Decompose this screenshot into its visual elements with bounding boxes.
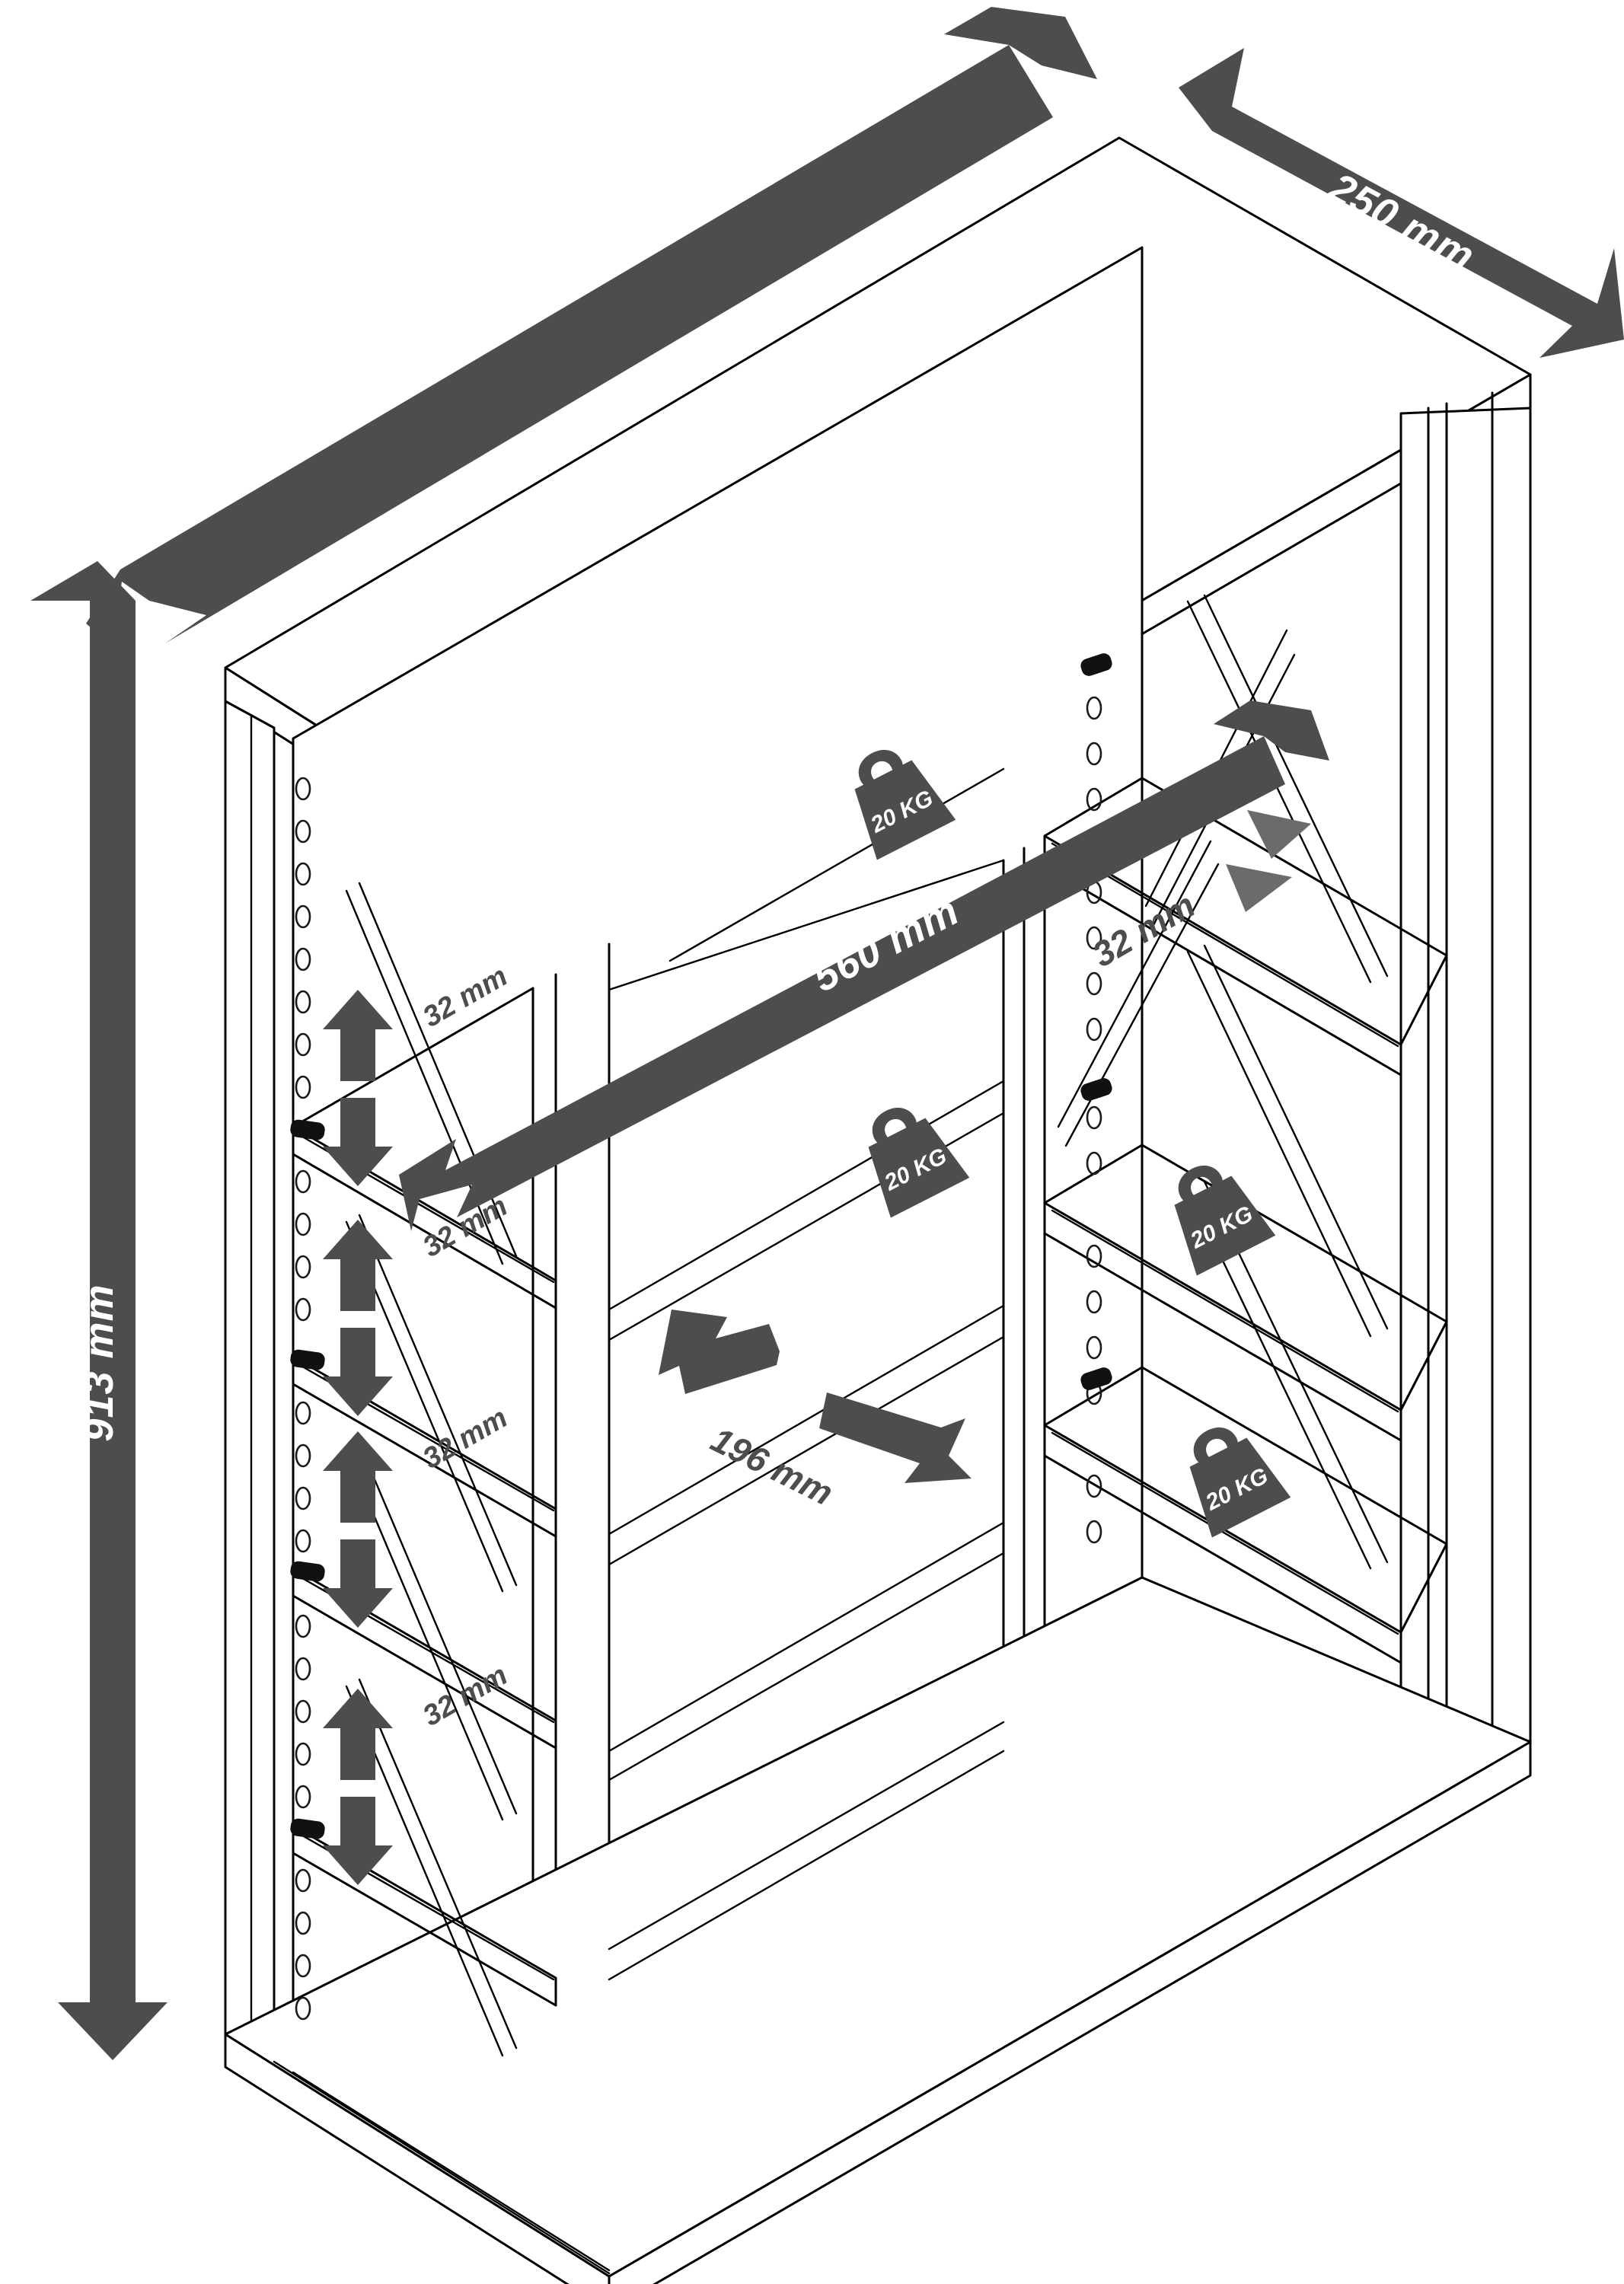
left-side-panel [224,700,295,2074]
bottom-panel [224,1576,1532,2284]
shelf-right-3 [1043,1366,1448,1664]
hole-column-left [295,777,311,2021]
load-badge-3: 20 KG [1152,1148,1276,1276]
right-side-panel [1399,391,1532,1768]
load-badge-4: 20 KG [1167,1410,1291,1538]
shelf-pin-icon [290,1818,325,1839]
shelf-pin-icon [290,1119,325,1140]
shelf-pin-icon [1080,1078,1112,1101]
shelf-right-2 [1043,1144,1448,1442]
shelf-pin-icon [290,1349,325,1370]
shelf-pin-icon [1080,1367,1112,1390]
weight-icon [1167,1410,1291,1538]
dimension-height-913: 913 mm [30,561,168,2060]
shelf-pin-icon [1080,653,1112,676]
dimension-label-913: 913 mm [76,1284,122,1441]
shelf-pins [290,653,1112,1839]
load-badge-2: 20 KG [846,1090,970,1218]
load-badge-1: 20 KG [832,732,956,860]
shelf-pin-icon [290,1561,325,1582]
hole-column-right [1086,696,1102,1544]
dimension-label-250: 250 mm [1321,164,1482,279]
cabinet-body [224,136,1532,2284]
weight-icon [1152,1148,1276,1276]
